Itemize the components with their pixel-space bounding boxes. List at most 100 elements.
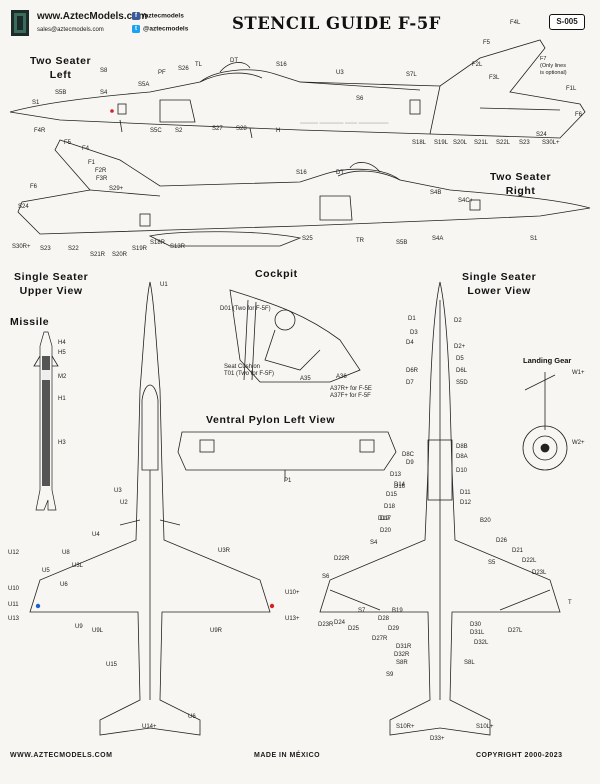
- label-s5a: S5A: [138, 82, 150, 88]
- label-u9r: U9R: [210, 628, 223, 634]
- ventral-pylon-drawing: [177, 431, 397, 480]
- label-r-s20r: S20R: [112, 252, 128, 258]
- note-seat-cushion: Seat Cushion T01 (Two for F-5F): [224, 364, 275, 377]
- label-d8a: D8A: [456, 454, 468, 460]
- footer-website[interactable]: WWW.AZTECMODELS.COM: [10, 752, 113, 759]
- label-u9: U9: [75, 624, 83, 630]
- label-missile-h5: H5: [58, 350, 66, 356]
- label-d18: D18: [384, 504, 396, 510]
- label-d19: D19: [378, 516, 390, 522]
- label-r-s13r: S13R: [170, 244, 186, 250]
- label-r-s4b: S4B: [430, 190, 442, 196]
- label-d8b: D8B: [456, 444, 468, 450]
- label-lv-t: T: [568, 600, 572, 606]
- two-seater-right-profile: [17, 139, 591, 235]
- label-missile-h4: H4: [58, 340, 66, 346]
- two-seater-left-title: Two Seater Left: [30, 55, 92, 81]
- label-d16: D16: [394, 484, 406, 490]
- label-s24: S24: [536, 132, 547, 138]
- label-r-s24: S24: [18, 204, 29, 210]
- label-r-f3r: F3R: [96, 176, 108, 182]
- label-s4: S4: [100, 90, 108, 96]
- label-s5c: S5C: [150, 128, 162, 134]
- label-d24: D24: [334, 620, 346, 626]
- label-s27: S27: [212, 126, 223, 132]
- label-d22l: D22L: [522, 558, 537, 564]
- product-code-badge: S-005: [549, 14, 585, 30]
- label-r-s29: S29+: [109, 186, 124, 192]
- single-seater-lower-title: Single Seater Lower View: [462, 271, 537, 297]
- label-d32r: D32R: [394, 652, 410, 658]
- label-d26: D26: [496, 538, 508, 544]
- left-nav-light-icon: [35, 603, 41, 609]
- drop-tank: [148, 231, 302, 247]
- label-w2: W2+: [572, 440, 585, 446]
- label-u4: U4: [92, 532, 100, 538]
- label-s26: S26: [178, 66, 189, 72]
- label-s1: S1: [32, 100, 40, 106]
- brand-website[interactable]: www.AztecModels.com: [37, 11, 148, 22]
- note-d01: D01 (Two for F-5F): [220, 306, 271, 312]
- label-s8: S8: [100, 68, 108, 74]
- aztec-logo: [11, 10, 29, 36]
- label-r-s23: S23: [40, 246, 51, 252]
- two-seater-left-profile: [9, 39, 586, 139]
- label-r-f2r: F2R: [95, 168, 107, 174]
- label-d31l: D31L: [470, 630, 485, 636]
- label-lv-s9: S9: [386, 672, 394, 678]
- label-d13: D13: [390, 472, 402, 478]
- landing-gear-drawing: [522, 372, 568, 471]
- label-d23l: D23L: [532, 570, 547, 576]
- footer-copyright: COPYRIGHT 2000-2023: [476, 752, 563, 759]
- brand-email[interactable]: sales@aztecmodels.com: [37, 27, 104, 33]
- label-lv-s10l: S10L+: [476, 724, 494, 730]
- facebook-link[interactable]: f/aztecmodels: [132, 12, 184, 20]
- label-pf: PF: [158, 70, 166, 76]
- label-r-f5: F5: [64, 140, 72, 146]
- label-f5: F5: [483, 40, 491, 46]
- label-s23: S23: [519, 140, 530, 146]
- label-u3r: U3R: [218, 548, 231, 554]
- label-missile-h3: H3: [58, 440, 66, 446]
- label-d2plus: D2+: [454, 344, 466, 350]
- label-lv-s6: S6: [322, 574, 330, 580]
- label-d6l: D6L: [456, 368, 468, 374]
- label-r-s30r: S30R+: [12, 244, 31, 250]
- label-r-f4: F4: [82, 146, 90, 152]
- label-u6: U6: [60, 582, 68, 588]
- label-r-s4a: S4A: [432, 236, 444, 242]
- label-d11: D11: [460, 490, 471, 496]
- label-f4l: F4L: [510, 20, 521, 26]
- label-f3l: F3L: [489, 75, 500, 81]
- label-u6-tail: U6: [188, 714, 196, 720]
- label-d21: D21: [512, 548, 524, 554]
- label-r-s5b: S5B: [396, 240, 408, 246]
- label-s28: S28: [236, 126, 247, 132]
- right-nav-light-icon: [269, 603, 275, 609]
- label-s5d: S5D: [456, 380, 468, 386]
- label-u15: U15: [106, 662, 118, 668]
- label-lv-s7: S7: [358, 608, 366, 614]
- label-u2: U2: [120, 500, 128, 506]
- label-b19: B19: [392, 608, 403, 614]
- label-tl: TL: [195, 62, 203, 68]
- label-d32l: D32L: [474, 640, 489, 646]
- label-dt: DT: [230, 58, 238, 64]
- twitter-link[interactable]: t@aztecmodels: [132, 25, 188, 33]
- show-through-text: ▬▬▬ ▬▬▬▬ ▬▬ ▬▬▬▬▬: [300, 120, 389, 126]
- f7-optional-note: F7 (Only lines is optional): [540, 56, 567, 76]
- label-r-f1: F1: [88, 160, 96, 166]
- label-d5: D5: [456, 356, 464, 362]
- label-d1: D1: [408, 316, 416, 322]
- two-seater-right-title: Two Seater Right: [490, 171, 552, 197]
- label-r-s4c: S4C+: [458, 198, 474, 204]
- label-a35: A35: [300, 376, 311, 382]
- label-f2l: F2L: [472, 62, 483, 68]
- label-d17: D17: [380, 516, 392, 522]
- label-d23r: D23R: [318, 622, 334, 628]
- logo-mark-icon: [14, 13, 26, 33]
- label-d31r: D31R: [396, 644, 412, 650]
- missile-drawing: [33, 331, 59, 511]
- label-r-s25: S25: [302, 236, 313, 242]
